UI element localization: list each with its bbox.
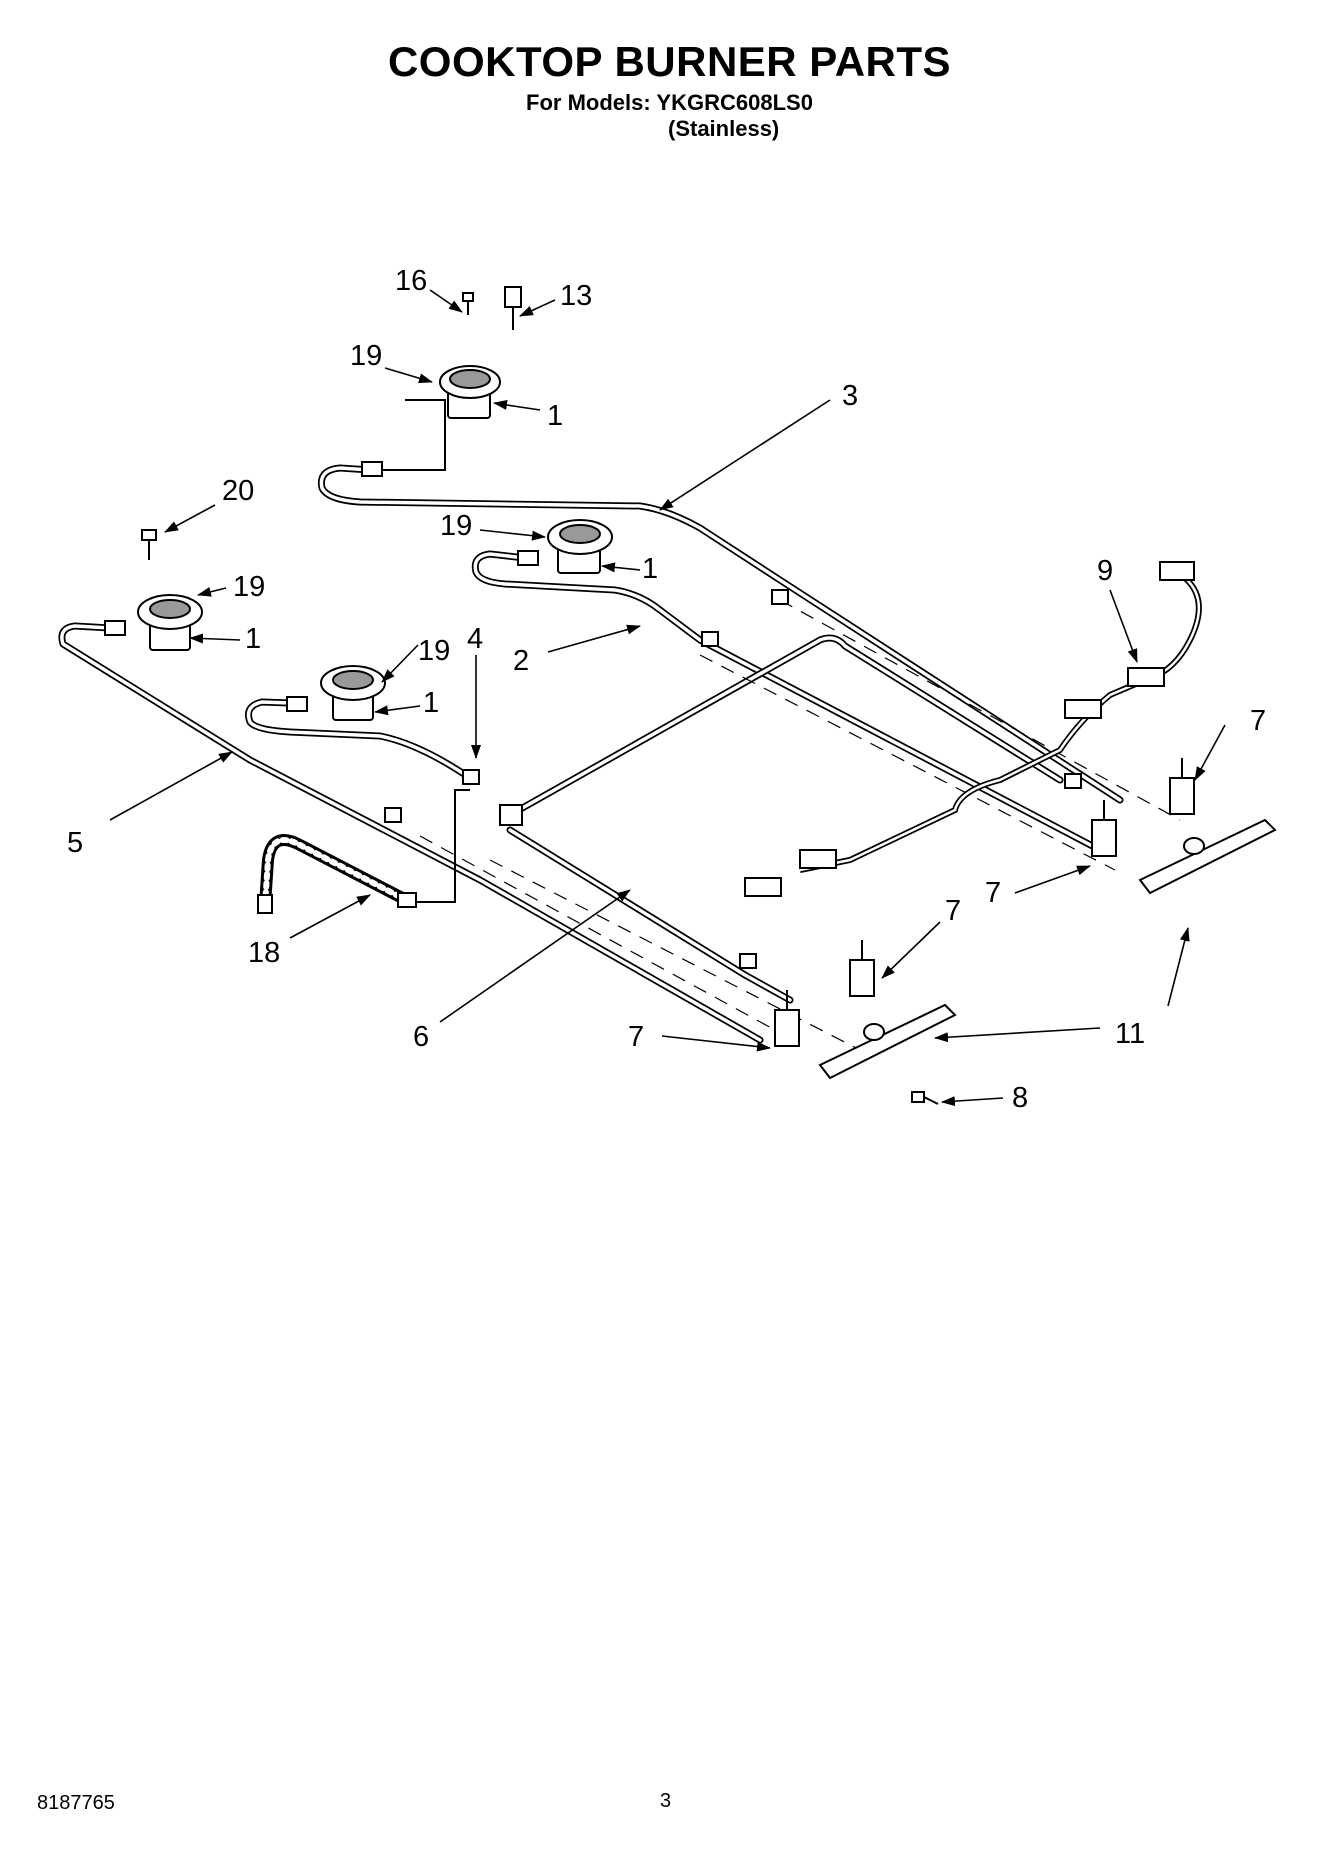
screw-20 — [141, 529, 157, 560]
small-parts — [104, 286, 1082, 969]
callout-7-front-right: 7 — [945, 895, 961, 927]
callout-3: 3 — [842, 380, 858, 412]
page-title: COOKTOP BURNER PARTS — [387, 38, 952, 85]
gas-tubes — [58, 464, 1124, 1044]
callout-arrows — [109, 289, 1226, 1107]
callout-7-rear-right: 7 — [1250, 705, 1266, 737]
callout-13: 13 — [560, 280, 592, 312]
burner-rear — [439, 365, 501, 419]
model-variant: (Stainless) — [668, 116, 780, 141]
igniter-13 — [504, 286, 522, 330]
callout-1-rear: 1 — [547, 400, 563, 432]
flex-hose-18 — [259, 834, 416, 911]
callout-8: 8 — [1012, 1082, 1028, 1114]
burner-left-rear — [137, 594, 203, 651]
callout-9: 9 — [1097, 555, 1113, 587]
burners — [137, 365, 613, 721]
tube-5 — [58, 622, 764, 1044]
document-number: 8187765 — [37, 1792, 115, 1814]
callout-6: 6 — [413, 1021, 429, 1053]
callout-19-rear: 19 — [350, 340, 382, 372]
callout-19-left-front: 19 — [418, 635, 450, 667]
burner-center — [547, 519, 613, 574]
callout-labels: 16 13 19 1 3 20 19 1 19 1 19 1 9 4 2 5 7… — [67, 265, 1266, 1114]
callout-11: 11 — [1115, 1018, 1145, 1050]
brackets-11 — [818, 818, 1277, 1105]
callout-1-left-front: 1 — [423, 687, 439, 719]
screw-8 — [911, 1091, 939, 1105]
valve-front-left — [774, 990, 800, 1047]
callout-7-front-left: 7 — [628, 1021, 644, 1053]
valves-7 — [774, 758, 1195, 1047]
callout-1-left-rear: 1 — [245, 623, 261, 655]
models-line: For Models: YKGRC608LS0 — [526, 90, 813, 115]
callout-2: 2 — [513, 645, 529, 677]
callout-5: 5 — [67, 827, 83, 859]
alignment-lines — [419, 599, 1181, 1051]
callout-1-center: 1 — [642, 553, 658, 585]
callout-4: 4 — [467, 623, 483, 655]
valve-rear-right — [1169, 758, 1195, 815]
callout-18: 18 — [248, 937, 280, 969]
hose-bracket — [410, 789, 470, 903]
valve-front-right — [849, 940, 875, 997]
rear-bracket — [375, 399, 446, 471]
callout-20: 20 — [222, 475, 254, 507]
callout-19-center: 19 — [440, 510, 472, 542]
wire-harness-9 — [744, 561, 1202, 897]
callout-7-rear-left: 7 — [985, 877, 1001, 909]
callout-19-left-rear: 19 — [233, 571, 265, 603]
burner-left-front — [320, 665, 386, 721]
page-number: 3 — [660, 1790, 672, 1812]
valve-rear-left — [1091, 800, 1117, 857]
callout-16: 16 — [395, 265, 427, 297]
screw-16 — [462, 292, 474, 315]
